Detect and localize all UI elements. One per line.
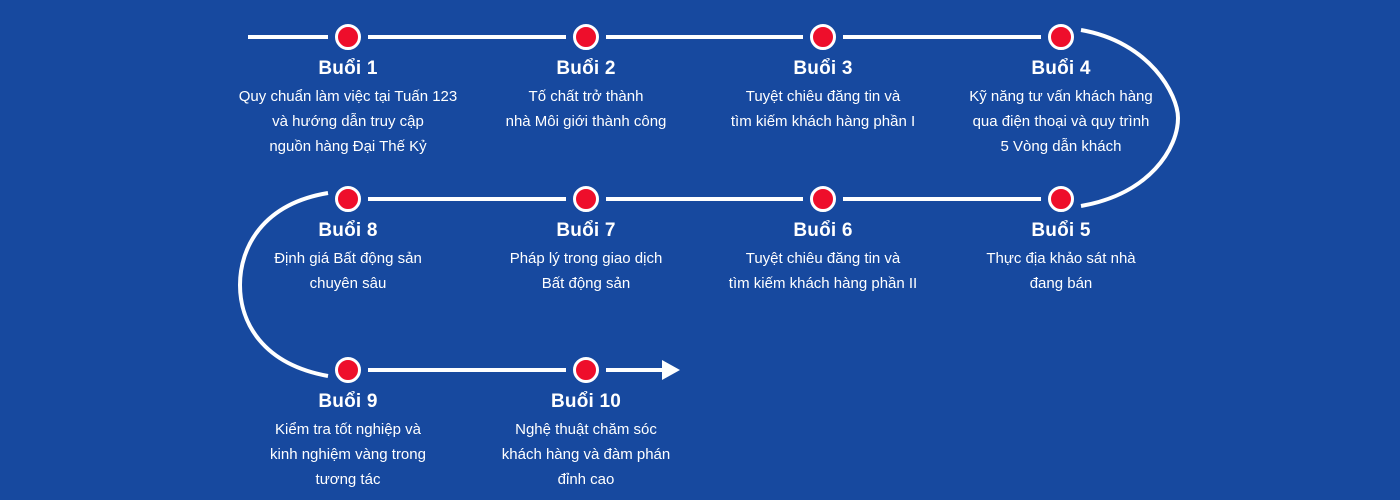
node-desc-line: Kỹ năng tư vấn khách hàng [969,88,1153,105]
node-desc-line: Tuyệt chiêu đăng tin và [745,88,901,105]
node-description: Kiểm tra tốt nghiệp và kinh nghiệm vàng … [224,417,472,492]
node-desc-line: và hướng dẫn truy cập [272,113,424,130]
node-desc-line: Thực địa khảo sát nhà [986,250,1136,267]
node-desc-line: Kiểm tra tốt nghiệp và [275,421,421,438]
milestone-dot-icon [810,24,836,50]
node-desc-line: kinh nghiệm vàng trong [270,446,426,463]
milestone-dot-icon [573,24,599,50]
node-title: Buổi 5 [1031,220,1091,241]
node-desc-line: nhà Môi giới thành công [505,113,667,130]
milestone-dot-icon [335,24,361,50]
node-desc-line: tương tác [315,471,381,488]
node-desc-line: Quy chuẩn làm việc tại Tuấn 123 [238,88,458,105]
node-title: Buổi 3 [793,58,853,79]
node-desc-line: nguồn hàng Đại Thế Kỷ [269,138,427,155]
node-desc-line: Bất động sản [541,275,631,292]
node-desc-line: đang bán [1029,275,1093,292]
node-title: Buổi 10 [550,391,622,412]
node-desc-line: Tuyệt chiêu đăng tin và [745,250,901,267]
milestone-dot-icon [335,357,361,383]
node-description: Định giá Bất động sản chuyên sâu [224,246,472,296]
node-desc-line: tìm kiếm khách hàng phần I [730,113,916,130]
node-title: Buổi 9 [318,391,378,412]
milestone-dot-icon [335,186,361,212]
node-desc-line: 5 Vòng dẫn khách [1000,138,1122,155]
node-desc-line: chuyên sâu [309,275,387,292]
milestone-dot-icon [1048,186,1074,212]
node-description: Pháp lý trong giao dịch Bất động sản [462,246,710,296]
arrow-head-icon [662,360,680,380]
node-description: Tuyệt chiêu đăng tin và tìm kiếm khách h… [699,84,947,134]
node-desc-line: Định giá Bất động sản [274,250,422,267]
node-description: Quy chuẩn làm việc tại Tuấn 123 và hướng… [224,84,472,159]
node-description: Tố chất trở thành nhà Môi giới thành côn… [462,84,710,134]
node-desc-line: Nghệ thuật chăm sóc [515,421,657,438]
node-description: Thực địa khảo sát nhà đang bán [937,246,1185,296]
node-desc-line: tìm kiếm khách hàng phần II [728,275,918,292]
node-description: Nghệ thuật chăm sóc khách hàng và đàm ph… [462,417,710,492]
milestone-dot-icon [810,186,836,212]
milestone-dot-icon [573,357,599,383]
node-desc-line: Tố chất trở thành [528,88,644,105]
node-description: Tuyệt chiêu đăng tin và tìm kiếm khách h… [699,246,947,296]
milestone-dot-icon [1048,24,1074,50]
node-desc-line: đỉnh cao [557,471,615,488]
node-title: Buổi 8 [318,220,378,241]
node-title: Buổi 4 [1031,58,1091,79]
node-desc-line: khách hàng và đàm phán [501,446,671,463]
milestone-dot-icon [573,186,599,212]
node-title: Buổi 6 [793,220,853,241]
node-desc-line: Pháp lý trong giao dịch [509,250,663,267]
node-title: Buổi 2 [556,58,616,79]
node-description: Kỹ năng tư vấn khách hàng qua điện thoại… [937,84,1185,159]
node-title: Buổi 7 [556,220,616,241]
node-desc-line: qua điện thoại và quy trình [972,113,1150,130]
node-title: Buổi 1 [318,58,378,79]
